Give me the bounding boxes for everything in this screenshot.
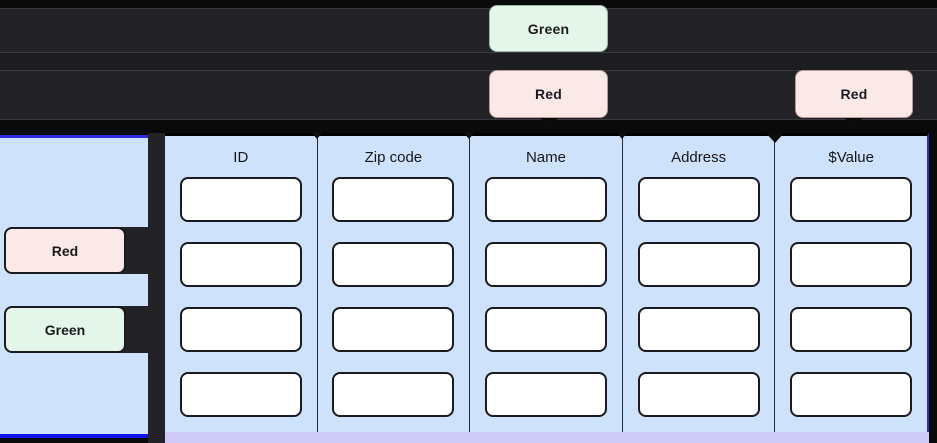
- column-header[interactable]: Address: [671, 149, 727, 166]
- table-cell-input[interactable]: [637, 372, 760, 417]
- table-cell-input[interactable]: [790, 242, 913, 287]
- table-column-3: Name: [470, 133, 627, 443]
- column-divider-marker-down-icon: [766, 133, 785, 143]
- top-chip-red-3[interactable]: Red: [795, 70, 913, 118]
- table-cell-input[interactable]: [637, 242, 760, 287]
- sidebar-dark-strip: [148, 133, 165, 443]
- column-divider-marker-down-icon: [311, 133, 322, 139]
- background-band-2: [0, 70, 937, 120]
- table-column-2: Zip code: [318, 133, 475, 443]
- table-cell-input[interactable]: [179, 242, 302, 287]
- table-cell-input[interactable]: [332, 307, 455, 352]
- column-header[interactable]: $Value: [828, 149, 874, 166]
- table-cell-input[interactable]: [179, 307, 302, 352]
- sidebar-chip-label: Green: [44, 321, 86, 338]
- column-header[interactable]: Zip code: [364, 149, 423, 166]
- table-cell-input[interactable]: [484, 307, 607, 352]
- sidebar-chip-green[interactable]: Green: [4, 306, 126, 353]
- top-chip-red-2[interactable]: Red: [489, 70, 608, 118]
- table-cell-input[interactable]: [484, 242, 607, 287]
- sidebar-chip-red[interactable]: Red: [4, 227, 126, 274]
- table-cell-input[interactable]: [637, 307, 760, 352]
- column-header[interactable]: ID: [233, 149, 249, 166]
- table-cell-input[interactable]: [179, 177, 302, 222]
- column-divider-marker-down-icon: [616, 133, 627, 139]
- table-cell-input[interactable]: [484, 372, 607, 417]
- background-band-1: [0, 8, 937, 53]
- table-cell-input[interactable]: [484, 177, 607, 222]
- column-header[interactable]: Name: [525, 149, 566, 166]
- table-cell-input[interactable]: [332, 177, 455, 222]
- chip-pointer-down-icon: [539, 118, 558, 129]
- chip-pointer-down-icon: [845, 118, 863, 129]
- data-table-panel: ID Zip code Name Address $Value: [165, 133, 929, 443]
- top-chip-label: Red: [840, 86, 868, 102]
- table-cell-input[interactable]: [332, 372, 455, 417]
- table-cell-input[interactable]: [790, 177, 913, 222]
- table-column-1: ID: [165, 133, 322, 443]
- background-band-gap-1: [0, 53, 937, 70]
- top-chip-label: Green: [527, 20, 570, 37]
- table-cell-input[interactable]: [637, 177, 760, 222]
- sidebar-chip-label: Red: [51, 242, 79, 259]
- table-column-4: Address: [623, 133, 780, 443]
- top-chip-label: Red: [534, 86, 563, 102]
- column-divider-marker-down-icon: [464, 133, 475, 139]
- table-cell-input[interactable]: [179, 372, 302, 417]
- table-cell-input[interactable]: [332, 242, 455, 287]
- table-column-5: $Value: [766, 133, 927, 443]
- table-cell-input[interactable]: [790, 372, 913, 417]
- table-cell-input[interactable]: [790, 307, 913, 352]
- table-bottom-strip: [165, 432, 929, 443]
- top-chip-green-1[interactable]: Green: [489, 5, 608, 52]
